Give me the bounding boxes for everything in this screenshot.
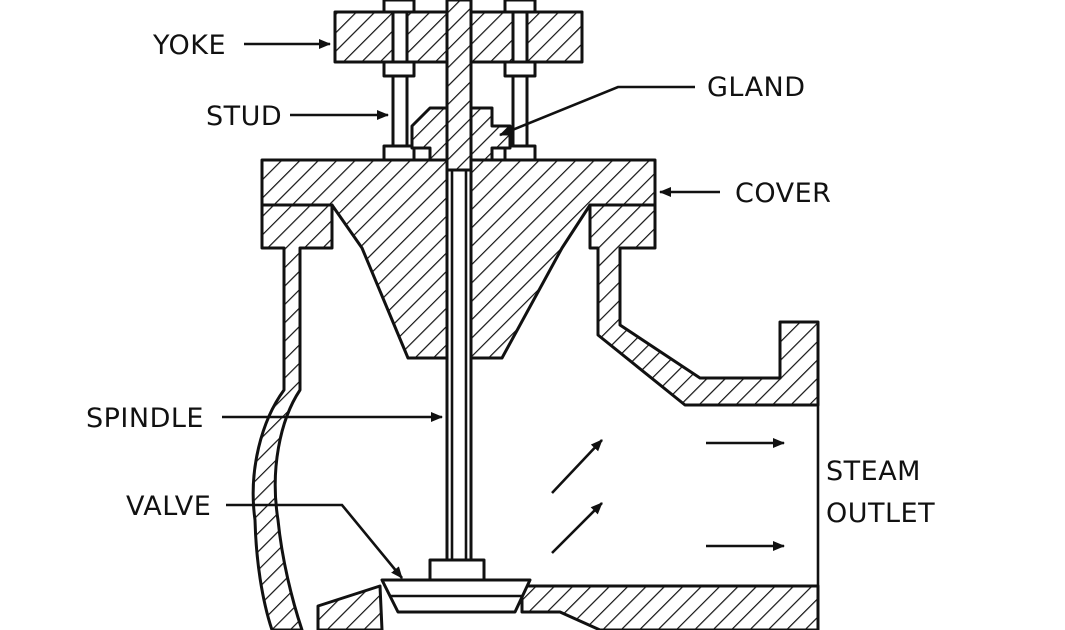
label-stud: STUD xyxy=(206,101,282,132)
label-cover: COVER xyxy=(735,178,831,209)
steam-flow-arrows xyxy=(551,438,785,554)
label-gland: GLAND xyxy=(707,72,806,103)
label-valve: VALVE xyxy=(126,491,211,522)
valve-disc xyxy=(380,558,532,614)
spindle xyxy=(445,0,473,564)
body-bottom-wall-right xyxy=(520,584,820,630)
body-left-wall xyxy=(251,203,334,630)
label-spindle: SPINDLE xyxy=(86,403,204,434)
label-steam: STEAM xyxy=(826,456,921,487)
label-yoke: YOKE xyxy=(152,30,226,61)
label-outlet: OUTLET xyxy=(826,498,935,529)
body-right-wall xyxy=(588,203,820,407)
leader-arrows xyxy=(222,39,720,579)
body-bottom-wall xyxy=(316,584,384,630)
